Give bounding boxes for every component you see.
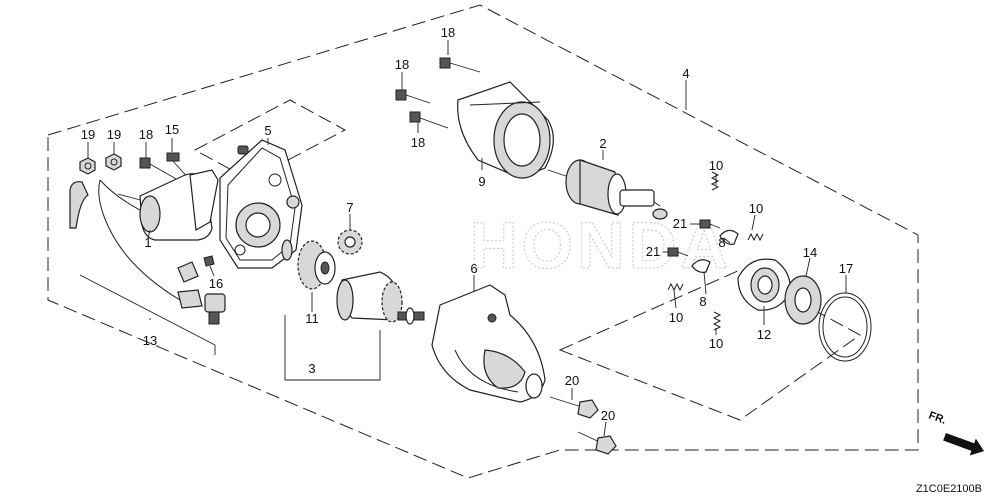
callouts: 1 2 3 4 5 6 7 8 8 9 10 10 10 10 11 12 13… xyxy=(81,25,853,423)
callout-14: 14 xyxy=(803,245,817,260)
motor-yoke-9 xyxy=(457,81,554,179)
drawing-code: Z1C0E2100B xyxy=(916,483,982,495)
spring-10-top xyxy=(710,171,720,191)
washer-gear xyxy=(281,239,293,261)
nut-19-left xyxy=(79,157,96,175)
callout-9: 9 xyxy=(478,174,485,189)
front-cover-5 xyxy=(219,139,303,269)
leader-lines xyxy=(87,40,847,437)
assembly-frame xyxy=(47,4,919,479)
callout-19-left: 19 xyxy=(81,127,95,142)
callout-18-left: 18 xyxy=(139,127,153,142)
terminal-16 xyxy=(177,255,215,283)
callout-21-lower: 21 xyxy=(646,244,660,259)
brush-holder-8-lower xyxy=(691,259,711,273)
spring-10-bottom xyxy=(712,311,722,331)
callout-10-top: 10 xyxy=(709,158,723,173)
callout-13: 13 xyxy=(143,333,157,348)
pinion-gear-7 xyxy=(337,229,363,255)
o-ring-17 xyxy=(818,292,872,362)
group-frame-5 xyxy=(193,99,347,181)
bolt-18-top xyxy=(439,57,481,73)
callout-8-upper: 8 xyxy=(718,235,725,250)
callout-8-lower: 8 xyxy=(699,294,706,309)
callout-16: 16 xyxy=(209,276,223,291)
connector-13 xyxy=(204,293,226,325)
insulator-14 xyxy=(784,275,822,325)
callout-19-right: 19 xyxy=(107,127,121,142)
callout-18-low: 18 xyxy=(411,135,425,150)
front-label: FR. xyxy=(927,410,948,427)
group-bracket-13 xyxy=(79,274,216,355)
brush-holder-8-upper xyxy=(719,229,739,245)
spring-10-left xyxy=(667,282,684,292)
armature-2 xyxy=(547,159,668,220)
callout-18-top: 18 xyxy=(441,25,455,40)
callout-18-mid: 18 xyxy=(395,57,409,72)
brand-watermark: HONDA xyxy=(470,208,732,282)
callout-3: 3 xyxy=(308,361,315,376)
callout-10-left: 10 xyxy=(669,310,683,325)
callout-20-lower: 20 xyxy=(601,408,615,423)
cable-13 xyxy=(69,179,203,309)
bolt-20-lower xyxy=(577,431,617,455)
nut-19-right xyxy=(105,153,122,171)
callout-12: 12 xyxy=(757,327,771,342)
bolt-18-low xyxy=(409,111,449,129)
callout-10-bottom: 10 xyxy=(709,336,723,351)
reduction-gear-11 xyxy=(297,240,336,290)
front-arrow-icon xyxy=(943,433,985,456)
brush-plate-12 xyxy=(737,258,791,311)
callout-1: 1 xyxy=(144,235,151,250)
solenoid-1 xyxy=(117,169,219,241)
gear-case-6 xyxy=(431,284,546,403)
bolt-18-solenoid xyxy=(139,157,179,181)
group-frame-4 xyxy=(558,269,861,421)
callout-4: 4 xyxy=(682,66,689,81)
callout-2: 2 xyxy=(599,136,606,151)
callout-11: 11 xyxy=(305,311,319,326)
front-direction-marker: FR. xyxy=(927,410,985,456)
clutch-assembly-3 xyxy=(336,271,425,325)
callout-5: 5 xyxy=(264,123,271,138)
callout-10-right: 10 xyxy=(749,201,763,216)
spring-10-right xyxy=(747,232,764,242)
bolt-18-mid xyxy=(395,89,431,104)
callout-15: 15 xyxy=(165,122,179,137)
callout-20-upper: 20 xyxy=(565,373,579,388)
bolt-20-upper xyxy=(549,396,599,419)
callout-6: 6 xyxy=(470,261,477,276)
callout-7: 7 xyxy=(346,200,353,215)
group-bracket-3 xyxy=(284,315,381,381)
callout-17: 17 xyxy=(839,261,853,276)
callout-21-upper: 21 xyxy=(673,216,687,231)
